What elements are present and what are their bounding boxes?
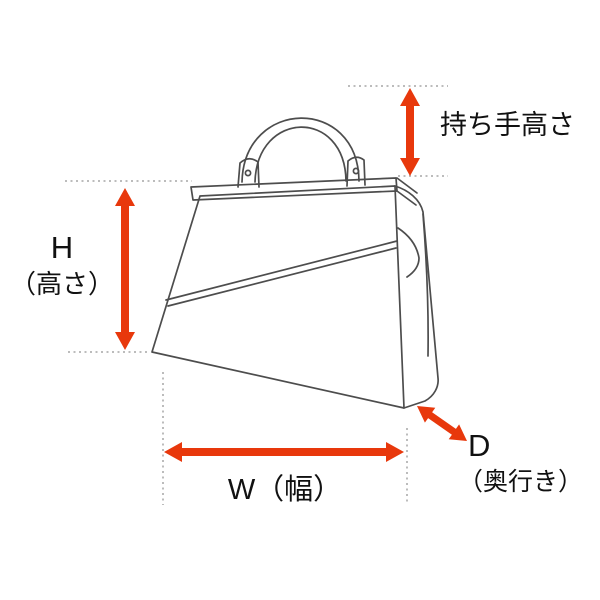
bag-rivet-left-icon xyxy=(244,169,252,177)
bag-flap-edge xyxy=(165,240,398,301)
width-arrow xyxy=(164,442,404,462)
height-label: H （高さ） xyxy=(4,230,120,300)
depth-symbol-label: D xyxy=(468,428,491,463)
handle-height-arrow xyxy=(400,88,420,176)
bag-top-frame xyxy=(190,177,398,201)
bag-handle-outer xyxy=(241,117,360,183)
bag-handle-inner xyxy=(254,126,347,183)
height-name-label: （高さ） xyxy=(9,268,114,299)
bag-front-panel xyxy=(151,185,405,409)
height-symbol-label: H xyxy=(50,230,74,265)
guide-lines xyxy=(65,85,448,505)
bag-side-fold-line xyxy=(422,213,429,357)
depth-arrow xyxy=(417,406,467,441)
bag-flap-edge-thickness xyxy=(167,247,397,307)
depth-label: D （奥行き） xyxy=(458,428,583,496)
bag-illustration xyxy=(151,117,439,409)
bag-side-gusset xyxy=(397,227,420,278)
bag-handle-tab-left xyxy=(237,157,260,188)
bag-side-panel xyxy=(394,185,439,409)
width-label: W（幅） xyxy=(227,474,343,506)
handle-height-label: 持ち手高さ xyxy=(440,110,575,140)
height-arrow xyxy=(115,188,135,350)
depth-name-label: （奥行き） xyxy=(458,467,584,496)
dimension-arrows xyxy=(115,88,467,462)
bag-rivet-right-icon xyxy=(352,167,360,175)
bag-top-frame-side xyxy=(396,177,418,206)
bag-handle-tab-right xyxy=(346,156,366,187)
